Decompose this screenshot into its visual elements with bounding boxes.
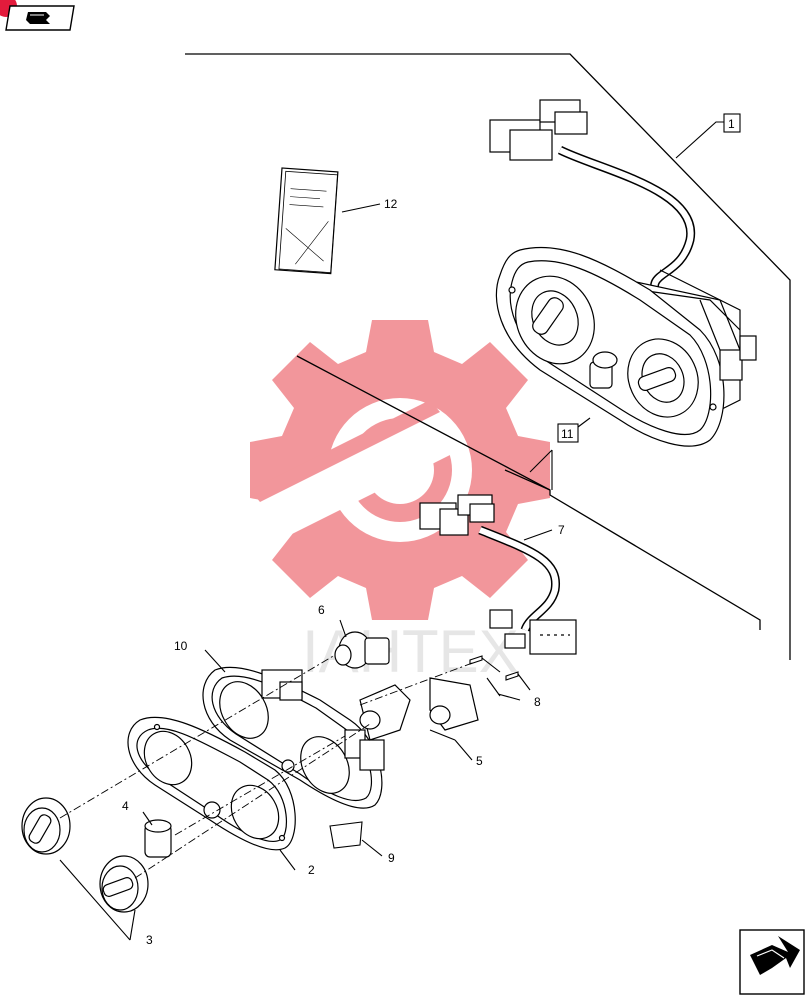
- manual-booklet: [274, 167, 339, 275]
- next-page-button[interactable]: [739, 929, 805, 995]
- callout-4: 4: [122, 799, 129, 813]
- callout-6: 6: [318, 603, 325, 617]
- adhesive-label: [329, 821, 363, 849]
- switch-housing: [202, 666, 385, 809]
- callout-12: 12: [384, 197, 398, 211]
- callout-boxes: [557, 113, 741, 443]
- screws: [469, 655, 531, 691]
- exploded-view-axes: [59, 654, 476, 879]
- next-page-arrow-icon: [750, 936, 800, 975]
- callout-9: 9: [388, 851, 395, 865]
- book-arrow-icon: [26, 12, 50, 24]
- wiring-harness: [419, 494, 577, 655]
- small-knob: [144, 819, 172, 858]
- callout-2: 2: [308, 863, 315, 877]
- assembly-outline: [185, 53, 791, 660]
- callout-10: 10: [174, 639, 188, 653]
- front-plate: [127, 716, 296, 851]
- callout-3: 3: [146, 933, 153, 947]
- callout-1: 1: [728, 117, 735, 131]
- callout-11: 11: [561, 427, 574, 441]
- watermark-gear-logo: [240, 320, 550, 620]
- callout-7: 7: [558, 523, 565, 537]
- top-left-nav-badge[interactable]: [0, 0, 75, 31]
- callout-5: 5: [476, 754, 483, 768]
- rotary-switch: [334, 631, 390, 669]
- assembled-control-panel: [489, 99, 757, 447]
- watermark-text: IAHTEX: [302, 618, 519, 685]
- callout-8: 8: [534, 695, 541, 709]
- switch-assemblies: [359, 677, 479, 741]
- rotary-knobs: [21, 797, 149, 913]
